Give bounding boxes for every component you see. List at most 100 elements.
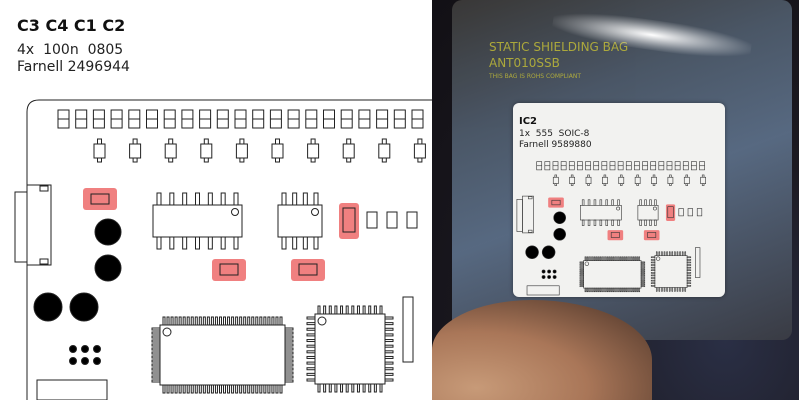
mounting-hole (94, 254, 122, 282)
resistor (569, 176, 575, 184)
capacitor (551, 199, 561, 206)
highlighted-part (212, 259, 246, 281)
mounting-hole (553, 211, 566, 224)
pin (151, 351, 161, 355)
pin (190, 384, 194, 394)
pin (306, 333, 316, 337)
component-designators: C3 C4 C1 C2 (17, 16, 126, 35)
pin (663, 251, 666, 256)
pin (631, 287, 633, 293)
pin (610, 287, 613, 293)
ic1-soic14 (580, 205, 622, 221)
pin (640, 263, 646, 265)
pin (306, 316, 316, 320)
pin (292, 192, 298, 206)
pin (650, 274, 656, 277)
highlighted-part (291, 259, 325, 281)
pin (202, 384, 206, 394)
pin (650, 272, 656, 274)
pcb-layout (14, 99, 432, 400)
connector-tab (39, 258, 49, 265)
connector-tab (528, 229, 533, 233)
pin (206, 384, 210, 394)
pin (151, 331, 161, 335)
pin (629, 256, 631, 261)
pin (345, 383, 349, 393)
pin (581, 219, 585, 226)
pin (207, 192, 213, 206)
pin (231, 316, 235, 326)
pin (284, 343, 294, 347)
bag-rohs: THIS BAG IS ROHS COMPLIANT (489, 73, 582, 80)
pin (638, 256, 641, 261)
pin (592, 256, 594, 261)
pin (671, 251, 674, 256)
component-value: 4x 100n 0805 (17, 42, 124, 58)
resistor-lead (381, 138, 387, 145)
resistor (93, 143, 106, 159)
pin (334, 305, 338, 315)
pin (306, 327, 316, 331)
connector (36, 379, 108, 400)
pin (284, 331, 294, 335)
pin (579, 268, 584, 271)
pin (379, 305, 383, 315)
pin (650, 266, 656, 269)
pin (686, 274, 692, 277)
pin (284, 327, 294, 331)
resistor-lead (239, 157, 245, 163)
pin (373, 383, 377, 393)
pin (284, 379, 294, 383)
pin (251, 384, 255, 394)
pin (603, 256, 605, 261)
pin (284, 339, 294, 343)
resistor-lead (587, 183, 590, 186)
pin (151, 371, 161, 375)
resistor-lead (554, 183, 557, 186)
pin (284, 363, 294, 367)
pin (605, 287, 607, 293)
pin (588, 256, 590, 261)
pin (151, 347, 161, 351)
pin (650, 277, 656, 279)
pin (156, 192, 162, 206)
pin (233, 192, 239, 206)
resistor-lead (652, 183, 656, 186)
pin (170, 316, 174, 326)
pin (587, 219, 591, 226)
pin (595, 287, 598, 293)
pin (182, 236, 188, 250)
pin (579, 281, 584, 284)
pin (611, 199, 614, 206)
pin (640, 265, 646, 267)
resistor-lead (310, 157, 316, 163)
pin (214, 316, 218, 326)
pin (686, 285, 692, 287)
label-part-number: Farnell 9589880 (519, 140, 592, 150)
resistor-lead (669, 174, 672, 178)
usb-connector (14, 191, 28, 263)
resistor-lead (203, 157, 209, 163)
resistor-lead (701, 183, 705, 186)
capacitor (298, 263, 318, 276)
pin (284, 359, 294, 363)
pin (259, 316, 263, 326)
ic2-soic8 (277, 204, 323, 238)
pin (284, 355, 294, 359)
pin (634, 256, 637, 261)
pin (384, 322, 394, 326)
pin (313, 236, 319, 250)
pin (178, 316, 182, 326)
pin (586, 256, 589, 261)
pin1-marker (652, 206, 657, 211)
pin (206, 316, 210, 326)
pin (214, 384, 218, 394)
pin (194, 316, 198, 326)
pin (156, 236, 162, 250)
pin (227, 384, 231, 394)
pin (650, 261, 656, 264)
pin (306, 372, 316, 376)
resistor (413, 143, 426, 159)
pin (644, 219, 647, 226)
pin (666, 287, 668, 292)
